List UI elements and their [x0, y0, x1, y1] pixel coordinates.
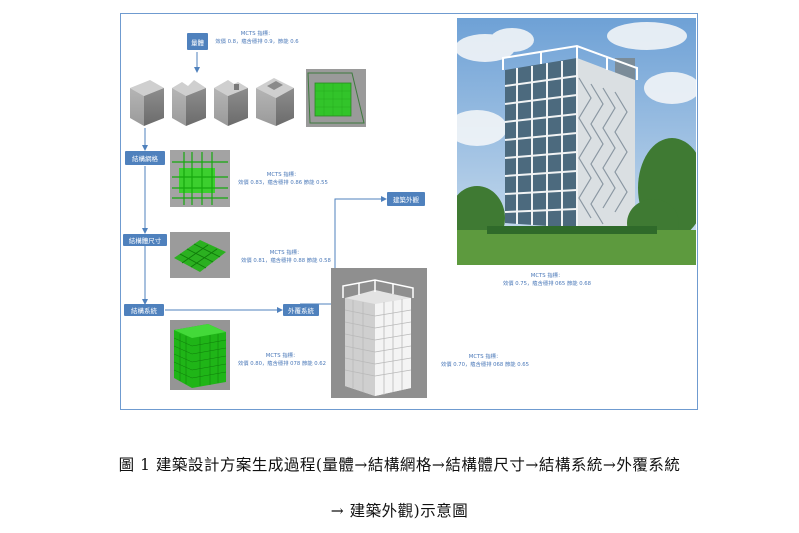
facade-box: 外覆系統: [283, 304, 319, 316]
mass-variant-3: [214, 80, 248, 126]
exterior-metric-values: 效價 0.75，蘊含穩排 065 節能 0.68: [502, 281, 592, 287]
structural-grid-image: [170, 150, 230, 207]
mass-metric-values: 效價 0.8，蘊含穩排 0.9，節能 0.6: [215, 39, 299, 45]
lawn: [457, 230, 696, 265]
structural-size-image: [170, 232, 230, 278]
exterior-photo-image: [457, 18, 696, 265]
mass-variants-image: [130, 78, 294, 126]
facade-metric: MCTS 指標： 效價 0.70，蘊含穩排 068 節能 0.65: [440, 353, 530, 369]
system-metric: MCTS 指標： 效價 0.80，蘊含穩排 078 節能 0.62: [236, 352, 328, 368]
facade-render-image: [331, 268, 427, 398]
facade-metric-title: MCTS 指標：: [468, 354, 502, 360]
mass-metric: MCTS 指標： 效價 0.8，蘊含穩排 0.9，節能 0.6: [212, 30, 302, 46]
main-building: [502, 44, 638, 228]
exterior-box: 建築外觀: [387, 192, 425, 206]
system-metric-title: MCTS 指標：: [265, 353, 299, 359]
grid-metric-values: 效價 0.83，蘊含穩排 0.86 節能 0.55: [238, 180, 328, 186]
figure-caption-line2: → 建築外觀)示意圖: [330, 502, 469, 520]
mass-variant-1: [130, 80, 164, 126]
mass-box: 量體: [187, 33, 208, 50]
exterior-metric-title: MCTS 指標：: [530, 273, 564, 279]
facade-metric-values: 效價 0.70，蘊含穩排 068 節能 0.65: [440, 362, 530, 368]
site-plan-image: [306, 69, 366, 127]
clouds: [457, 22, 696, 146]
system-box: 結構系統: [124, 304, 164, 316]
size-metric: MCTS 指標： 效價 0.81，蘊含穩排 0.88 節能 0.58: [238, 249, 334, 265]
mass-metric-title: MCTS 指標：: [240, 31, 274, 37]
size-metric-title: MCTS 指標：: [269, 250, 303, 256]
mass-variant-2: [172, 80, 206, 126]
hedge: [487, 226, 657, 234]
mass-variant-4: [256, 78, 294, 126]
exterior-metric: MCTS 指標： 效價 0.75，蘊含穩排 065 節能 0.68: [502, 272, 592, 288]
structural-system-image: [170, 320, 230, 390]
size-metric-values: 效價 0.81，蘊含穩排 0.88 節能 0.58: [241, 258, 331, 264]
figure-caption-line1: 圖 1 建築設計方案生成過程(量體→結構網格→結構體尺寸→結構系統→外覆系統: [118, 456, 681, 474]
system-metric-values: 效價 0.80，蘊含穩排 078 節能 0.62: [237, 361, 327, 367]
grid-metric-title: MCTS 指標：: [266, 172, 300, 178]
size-box: 結構體尺寸: [123, 234, 167, 246]
grid-box: 結構網格: [125, 151, 165, 165]
grid-metric: MCTS 指標： 效價 0.83，蘊含穩排 0.86 節能 0.55: [238, 171, 328, 187]
